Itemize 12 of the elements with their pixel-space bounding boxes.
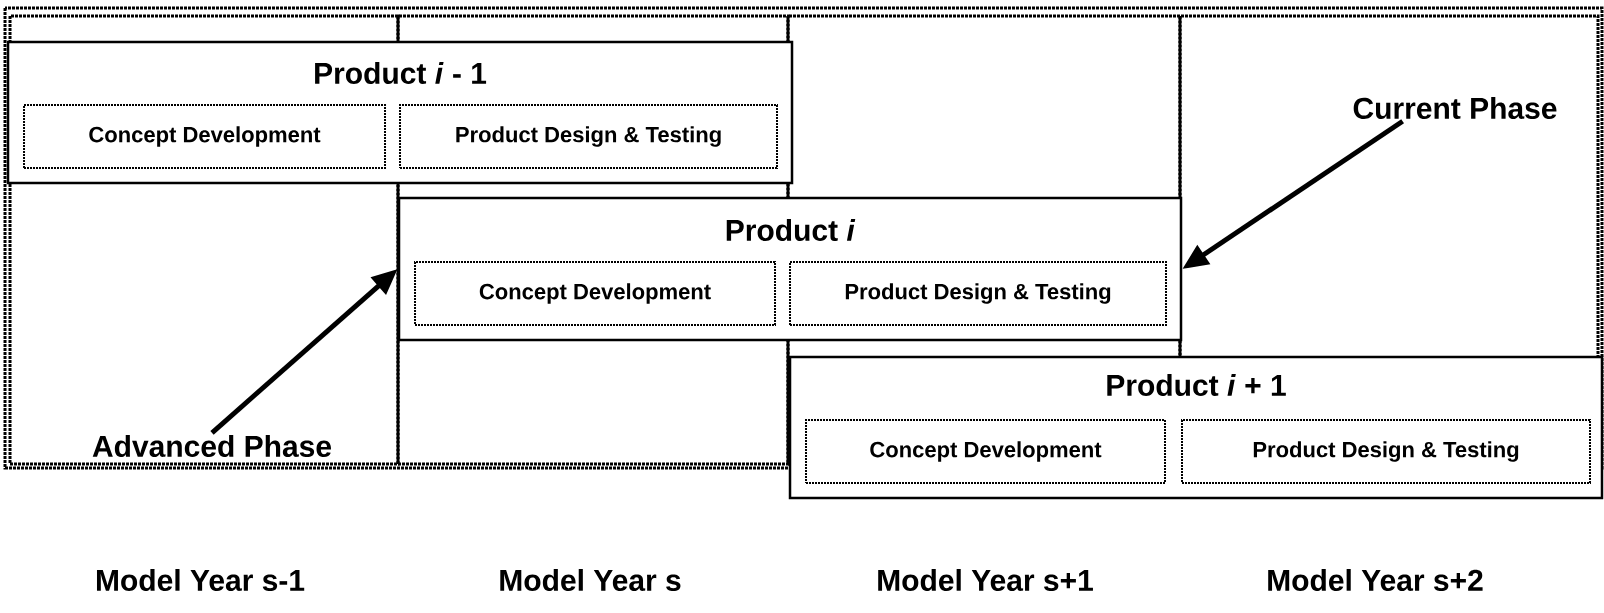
year-label: Model Year s+1 [878, 569, 1093, 591]
phase-label: Advanced Phase [89, 433, 335, 459]
phase-box: Product Design & Testing [399, 104, 778, 169]
phase-box: Concept Development [414, 261, 776, 326]
phase-box: Concept Development [805, 419, 1166, 484]
year-label: Model Year s-1 [97, 569, 305, 591]
phase-box: Product Design & Testing [1181, 419, 1591, 484]
year-label: Model Year s [500, 569, 681, 591]
phase-box: Product Design & Testing [789, 261, 1167, 326]
phase-box: Concept Development [23, 104, 386, 169]
phase-label: Current Phase [1350, 95, 1560, 121]
year-label: Model Year s+2 [1268, 569, 1483, 591]
